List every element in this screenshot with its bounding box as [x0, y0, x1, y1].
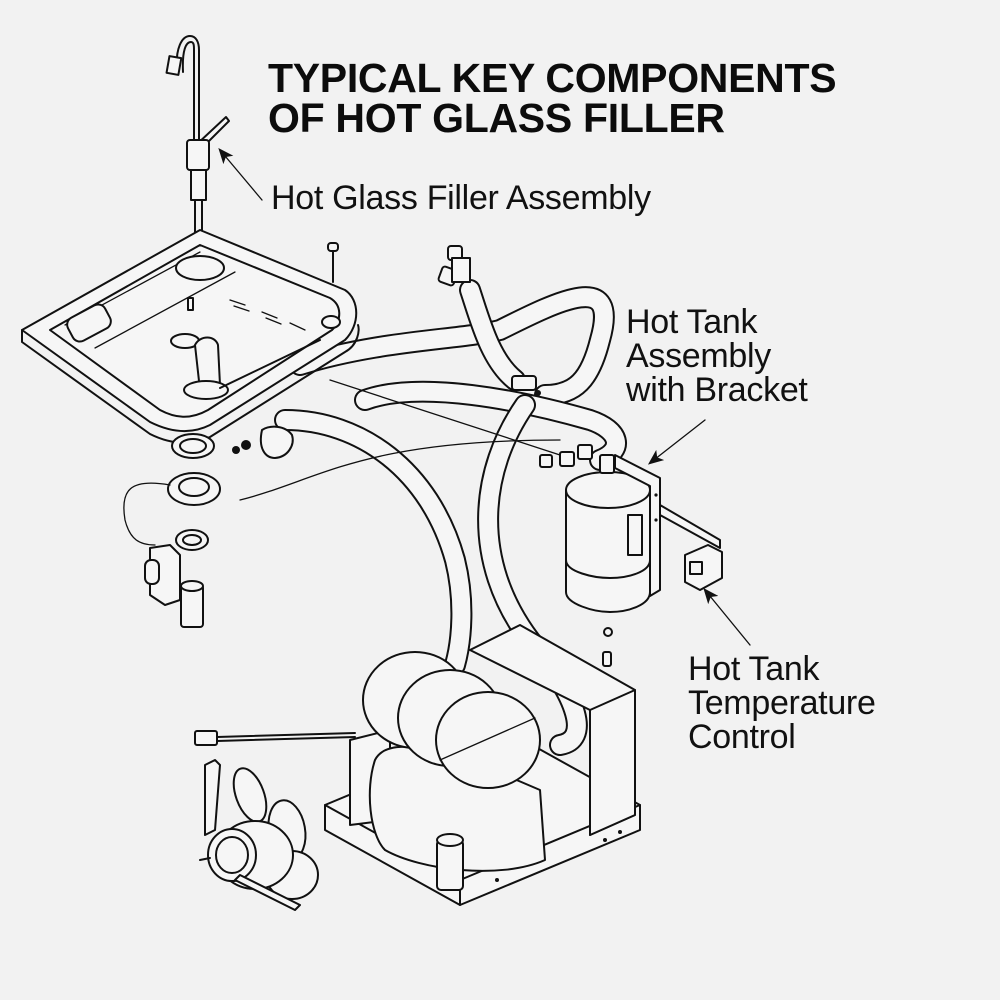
bracket-icon	[614, 454, 721, 597]
faucet-icon	[165, 35, 230, 266]
callout-line: with Bracket	[626, 371, 808, 409]
callout-hot-tank-assembly: Hot Tank Assembly with Bracket	[626, 305, 808, 407]
hot-tank-icon	[539, 444, 651, 613]
callout-line: Temperature	[688, 684, 876, 722]
arrow-to-faucet	[218, 148, 263, 201]
thermostat-icon	[684, 544, 723, 591]
compressor-unit-icon	[324, 624, 641, 906]
arrow-to-hot-tank	[647, 419, 706, 465]
callout-line: Control	[688, 718, 796, 756]
arrow-to-thermostat	[703, 587, 751, 646]
small-fitting-icon	[602, 627, 613, 667]
leader-arrows	[218, 148, 751, 646]
fan-motor-icon	[199, 759, 319, 911]
title-line-1: TYPICAL KEY COMPONENTS	[268, 55, 837, 101]
drip-tray-icon	[21, 229, 360, 444]
callout-line: Hot Tank	[626, 303, 758, 341]
callout-line: Assembly	[626, 337, 771, 375]
callout-hot-glass-filler-assembly: Hot Glass Filler Assembly	[271, 181, 651, 215]
callout-line: Hot Tank	[688, 650, 820, 688]
diagram-title: TYPICAL KEY COMPONENTS OF HOT GLASS FILL…	[268, 55, 837, 141]
screw-icon	[327, 242, 339, 283]
valve-fitting-icon	[437, 245, 541, 396]
callout-text: Hot Glass Filler Assembly	[271, 179, 651, 217]
title-line-2: OF HOT GLASS FILLER	[268, 95, 725, 141]
drain-fitting-icon	[123, 425, 294, 628]
power-plug-icon	[194, 730, 356, 746]
callout-hot-tank-temperature-control: Hot Tank Temperature Control	[688, 652, 876, 754]
